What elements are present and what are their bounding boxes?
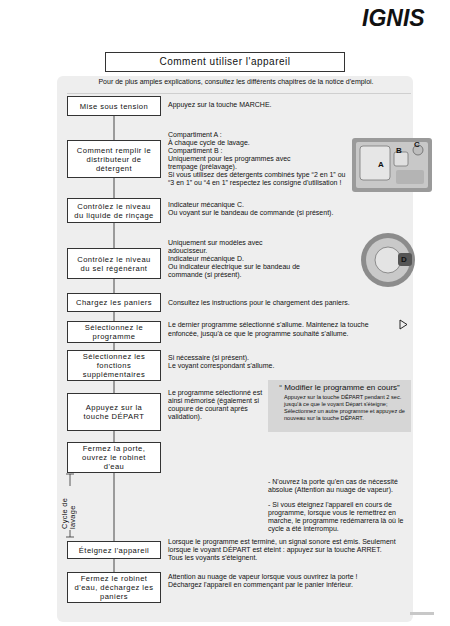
- process-box: Contrôlez le niveau du sel régénérant: [67, 248, 161, 279]
- connector-line: [114, 431, 115, 442]
- process-box: Contrôlez le niveau du liquide de rinçag…: [67, 198, 161, 223]
- instruction-text: À chaque cycle de lavage.: [168, 139, 348, 147]
- instruction-text: Compartiment B :: [168, 147, 348, 155]
- node-text: Contrôlez le niveau du liquide de rinçag…: [72, 202, 156, 220]
- node-text: Mise sous tension: [80, 102, 148, 111]
- process-box: Fermez le robinet d'eau, déchargez les p…: [67, 572, 161, 603]
- cycle-label: Cycle de lavage: [61, 487, 77, 529]
- instruction-text: Le programme sélectionné est ainsi mémor…: [168, 389, 263, 421]
- callout-letter: B: [396, 146, 402, 155]
- process-box: Chargez les paniers: [67, 293, 161, 312]
- program-key-symbol: [400, 320, 407, 329]
- connector-line: [114, 312, 115, 321]
- connector-line: [114, 473, 115, 541]
- connector-line: [114, 343, 115, 350]
- callout-letter: D: [401, 255, 407, 264]
- rule: [67, 93, 411, 95]
- node-text: Éteignez l'appareil: [79, 546, 149, 555]
- intro-note: Pour de plus amples explications, consul…: [64, 78, 408, 86]
- node-bullet: Appuyez sur la touche DÉPART pendant 2 s…: [284, 394, 407, 407]
- brand-logo: IGNIS: [362, 6, 425, 30]
- connector-line: [114, 381, 115, 393]
- instruction-text: Le voyant correspondant s'allume.: [168, 362, 368, 370]
- instruction-text: Déchargez l'appareil en commençant par l…: [168, 581, 408, 589]
- instruction-text: Tous les voyants s'éteignent.: [168, 554, 408, 562]
- connector-line: [114, 178, 115, 198]
- process-box: Fermez la porte, ouvrez le robinet d'eau: [67, 442, 161, 473]
- connector-line: [114, 223, 115, 248]
- connector-line: [114, 116, 115, 140]
- node-text: Chargez les paniers: [76, 298, 152, 307]
- instruction-text: Si nécessaire (si présent).: [168, 354, 368, 362]
- instruction-text: Consultez les instructions pour le charg…: [168, 299, 428, 307]
- instruction-text: Uniquement sur modèles avec adoucisseur.: [168, 239, 298, 255]
- instruction-text: Ou voyant sur le bandeau de commande (si…: [168, 209, 388, 217]
- instruction-text: Attention au nuage de vapeur lorsque vou…: [168, 573, 408, 581]
- node-text: Sélectionnez les fonctions supplémentair…: [72, 352, 156, 379]
- instruction-text: Si vous utilisez des détergents combinés…: [168, 171, 346, 187]
- node-text: Fermez le robinet d'eau, déchargez les p…: [72, 574, 156, 601]
- callout-letter: C: [414, 140, 420, 149]
- instruction-text: Indicateur mécanique D.: [168, 255, 318, 263]
- node-text: Appuyez sur la touche DÉPART: [72, 403, 156, 421]
- print-code-mark: [410, 612, 434, 615]
- process-box: Appuyez sur la touche DÉPART: [67, 393, 161, 431]
- node-text: Sélectionnez le programme: [72, 323, 156, 341]
- connector-line: [114, 279, 115, 293]
- process-box: Mise sous tension: [67, 96, 161, 116]
- instruction-text: Ou indicateur électrique sur le bandeau …: [168, 263, 318, 279]
- instruction-text: Uniquement pour les programmes avec trem…: [168, 155, 318, 171]
- node-bullet: Sélectionnez un autre programme et appuy…: [284, 408, 407, 421]
- callout-letter: A: [378, 160, 384, 169]
- process-box: Sélectionnez les fonctions supplémentair…: [67, 350, 161, 381]
- instruction-text: enfoncée, jusqu'à ce que le programme so…: [168, 330, 408, 338]
- note-text: - Si vous éteignez l'appareil en cours d…: [268, 501, 410, 533]
- instruction-text: Lorsque le programme est terminé, un sig…: [168, 538, 410, 554]
- note-text: - N'ouvrez la porte qu'en cas de nécessi…: [268, 478, 410, 494]
- process-box: Sélectionnez le programme: [67, 321, 161, 343]
- instruction-text: Compartiment A :: [168, 131, 348, 139]
- instruction-text: Appuyez sur la touche MARCHE.: [168, 101, 368, 109]
- node-text: Fermez la porte, ouvrez le robinet d'eau: [72, 444, 156, 471]
- node-text: “ Modifier le programme en cours”: [272, 383, 407, 392]
- connector-line: [114, 559, 115, 572]
- salt-cap-photo: [361, 233, 415, 287]
- node-text: Contrôlez le niveau du sel régénérant: [72, 255, 156, 273]
- page-panel: [57, 76, 413, 622]
- instruction-text: Le dernier programme sélectionné s'allum…: [168, 321, 400, 329]
- process-box: Comment remplir le distributeur de déter…: [67, 140, 161, 178]
- instruction-text: Indicateur mécanique C.: [168, 201, 368, 209]
- node-text: Comment remplir le distributeur de déter…: [72, 146, 156, 173]
- detergent-dispenser-photo: [352, 138, 432, 192]
- title-box: Comment utiliser l'appareil: [105, 52, 345, 72]
- process-box: Éteignez l'appareil: [67, 541, 161, 559]
- note-box: “ Modifier le programme en cours” Appuyez…: [268, 380, 411, 432]
